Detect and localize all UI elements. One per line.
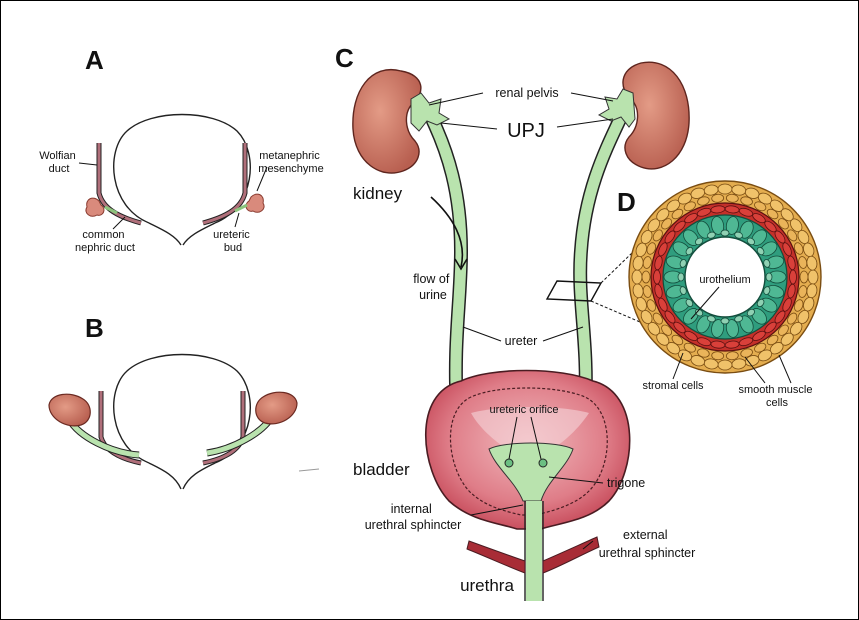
label-upj: UPJ	[507, 120, 545, 142]
label-urethra: urethra	[460, 576, 514, 595]
label-flow-of-urine: flow of urine	[413, 272, 453, 302]
cloaca-a	[114, 115, 251, 246]
stromal-cell	[800, 271, 808, 283]
label-urothelium: urothelium	[699, 274, 750, 286]
stromal-cell	[718, 184, 732, 194]
urethra	[526, 501, 542, 601]
label-trigone: trigone	[607, 476, 645, 490]
stray-mark	[299, 469, 319, 471]
label-kidney: kidney	[353, 184, 403, 203]
stromal-cell	[642, 271, 650, 283]
panel-d: D urothelium stromal cells smooth muscle…	[617, 181, 821, 409]
urothelial-cell	[678, 273, 684, 281]
label-external-urethral-sphincter: external urethral sphincter	[599, 528, 696, 560]
label-ureteric-bud: ureteric bud	[213, 229, 253, 254]
smooth-muscle-cell	[790, 270, 797, 284]
stromal-cell	[632, 270, 642, 284]
label-renal-pelvis: renal pelvis	[495, 86, 558, 100]
label-bladder: bladder	[353, 460, 410, 479]
urothelial-cell	[721, 230, 729, 236]
label-metanephric-mesenchyme: metanephric mesenchyme	[258, 150, 323, 175]
cloaca-b	[114, 355, 251, 490]
label-stromal-cells: stromal cells	[642, 380, 704, 392]
panel-label-b: B	[85, 313, 104, 343]
label-ureter: ureter	[505, 334, 538, 348]
label-common-nephric-duct: common nephric duct	[75, 229, 135, 254]
mesenchyme-right	[246, 194, 264, 212]
kidney-b-left	[49, 394, 90, 426]
smooth-muscle-cell	[654, 270, 661, 284]
kidney-b-right	[256, 392, 297, 424]
ureteric-orifice-right	[539, 459, 547, 467]
stromal-cell	[808, 270, 818, 284]
label-smooth-muscle-cells: smooth muscle cells	[738, 384, 815, 409]
panel-b: B	[49, 313, 319, 489]
external-sphincter-left	[467, 541, 525, 573]
ureteric-orifice-left	[505, 459, 513, 467]
panel-a: A Wolfian duct common nephric duct metan…	[39, 45, 323, 254]
label-internal-urethral-sphincter: internal urethral sphincter	[365, 502, 462, 532]
urothelial-cell	[766, 273, 772, 281]
label-ureteric-orifice: ureteric orifice	[489, 404, 558, 416]
panel-label-d: D	[617, 187, 636, 217]
panel-label-c: C	[335, 43, 354, 73]
label-wolffian-duct: Wolfian duct	[39, 150, 79, 175]
stromal-cell	[718, 360, 732, 370]
panel-label-a: A	[85, 45, 104, 75]
urothelial-cell	[721, 318, 729, 324]
